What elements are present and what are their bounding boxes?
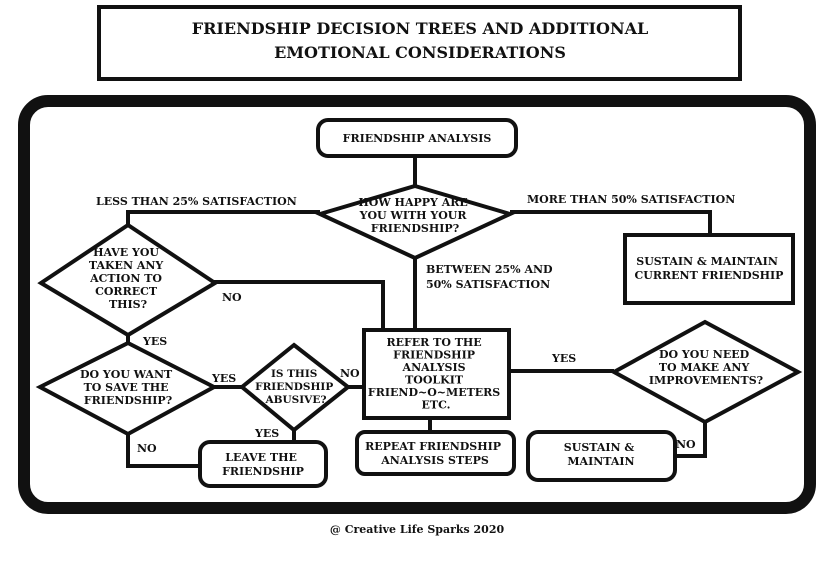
label-yes-action: YES: [142, 335, 167, 348]
svg-text:BETWEEN 25% AND 50% SATISF: BETWEEN 25% AND 50% SATISFACTION: [426, 263, 556, 291]
node-taken-action: HAVE YOU TAKEN ANY ACTION TO CORRECT THI…: [37, 222, 219, 338]
svg-text:HAVE YOU TAKEN ANY: HAVE YOU TAKEN ANY ACTION TO CORRECT THI…: [89, 246, 167, 311]
refer-line-4: TOOLKIT: [405, 374, 464, 387]
node-abusive: IS THIS FRIENDSHIP ABUSIVE?: [238, 342, 352, 433]
refer-line-5: FRIEND~O~METERS: [368, 386, 500, 399]
svg-text:IS THIS FRIENDSHIP: IS THIS FRIENDSHIP ABUSIVE?: [255, 368, 337, 406]
edge-happy-to-sustain: [510, 210, 712, 235]
label-yes-improve: YES: [551, 352, 576, 365]
node-need-improve: DO YOU NEED TO MAKE ANY IMPROVEMENTS?: [609, 319, 803, 425]
edge-save-no-to-leave: [126, 432, 200, 468]
title-line-2: EMOTIONAL CONSIDERATIONS: [274, 43, 566, 62]
leave-line-1: LEAVE THE: [225, 451, 297, 464]
label-between-line-2: 50% SATISFACTION: [426, 278, 550, 291]
sustain-current-line-2: CURRENT FRIENDSHIP: [635, 269, 784, 282]
label-more-than-50: MORE THAN 50% SATISFACTION: [527, 193, 735, 206]
label-yes-abusive: YES: [254, 427, 279, 440]
title-box: [97, 5, 742, 81]
svg-text:SUSTAIN & MAINTAIN: SUSTAIN & MAINTAIN: [564, 441, 638, 468]
abusive-line-1: IS THIS: [271, 368, 317, 380]
taken-action-line-4: CORRECT: [95, 285, 158, 298]
want-save-line-1: DO YOU WANT: [80, 368, 173, 381]
node-sustain-maintain: SUSTAIN & MAINTAIN: [526, 430, 677, 482]
title-line-1: FRIENDSHIP DECISION TREES AND ADDITIONAL: [192, 19, 649, 38]
edge-improve-no-to-sustain: [675, 420, 707, 458]
copyright-footer: @ Creative Life Sparks 2020: [330, 523, 505, 536]
refer-line-6: ETC.: [422, 399, 451, 412]
label-no-abusive: NO: [340, 367, 360, 380]
node-leave-friendship: LEAVE THE FRIENDSHIP: [198, 440, 328, 488]
svg-text:REPEAT FRIENDSHIP ANALYS: REPEAT FRIENDSHIP ANALYSIS STEPS: [365, 440, 505, 467]
refer-line-3: ANALYSIS: [402, 361, 466, 374]
sustain-maintain-line-1: SUSTAIN &: [564, 441, 635, 454]
need-improve-line-1: DO YOU NEED: [659, 348, 750, 361]
svg-text:DO YOU WANT TO SAVE THE: DO YOU WANT TO SAVE THE FRIENDSHIP?: [80, 368, 176, 407]
node-how-happy: HOW HAPPY ARE YOU WITH YOUR FRIENDSHIP?: [314, 183, 516, 261]
label-no-save: NO: [137, 442, 157, 455]
sustain-current-line-1: SUSTAIN & MAINTAIN: [636, 255, 778, 268]
svg-text:SUSTAIN & MAINTAIN CURRE: SUSTAIN & MAINTAIN CURRENT FRIENDSHIP: [635, 255, 784, 282]
svg-text:LEAVE THE FRIENDSHIP: LEAVE THE FRIENDSHIP: [222, 451, 304, 478]
label-no-action: NO: [222, 291, 242, 304]
how-happy-line-1: HOW HAPPY ARE: [358, 196, 467, 209]
abusive-line-3: ABUSIVE?: [265, 394, 327, 406]
label-no-improve: NO: [676, 438, 696, 451]
repeat-line-1: REPEAT FRIENDSHIP: [365, 440, 501, 453]
node-refer-toolkit: REFER TO THE FRIENDSHIP ANALYSIS TOOLKIT…: [362, 328, 511, 420]
node-repeat-analysis: REPEAT FRIENDSHIP ANALYSIS STEPS: [355, 430, 516, 476]
want-save-line-3: FRIENDSHIP?: [84, 394, 172, 407]
friendship-analysis-label: FRIENDSHIP ANALYSIS: [343, 132, 492, 145]
need-improve-line-2: TO MAKE ANY: [659, 361, 750, 374]
node-friendship-analysis: FRIENDSHIP ANALYSIS: [316, 118, 518, 158]
node-sustain-current: SUSTAIN & MAINTAIN CURRENT FRIENDSHIP: [623, 233, 795, 305]
taken-action-line-5: THIS?: [109, 298, 147, 311]
how-happy-line-3: FRIENDSHIP?: [371, 222, 459, 235]
abusive-line-2: FRIENDSHIP: [255, 381, 333, 393]
leave-line-2: FRIENDSHIP: [222, 465, 304, 478]
svg-text:REFER TO THE FRIENDSHIP: REFER TO THE FRIENDSHIP ANALYSIS TOOLKIT…: [368, 336, 504, 412]
repeat-line-2: ANALYSIS STEPS: [380, 454, 489, 467]
refer-line-2: FRIENDSHIP: [393, 349, 475, 362]
need-improve-line-3: IMPROVEMENTS?: [649, 374, 763, 387]
taken-action-line-3: ACTION TO: [89, 272, 162, 285]
label-between-line-1: BETWEEN 25% AND: [426, 263, 553, 276]
label-yes-save: YES: [211, 372, 236, 385]
want-save-line-2: TO SAVE THE: [84, 381, 169, 394]
svg-text:HOW HAPPY ARE YOU WITH Y: HOW HAPPY ARE YOU WITH YOUR FRIENDSHIP?: [358, 196, 471, 235]
edge-action-no-to-refer: [208, 280, 385, 330]
label-less-than-25: LESS THAN 25% SATISFACTION: [96, 195, 297, 208]
node-want-save: DO YOU WANT TO SAVE THE FRIENDSHIP?: [35, 340, 219, 437]
sustain-maintain-line-2: MAINTAIN: [567, 455, 634, 468]
taken-action-line-2: TAKEN ANY: [89, 259, 164, 272]
svg-text:DO YOU NEED TO MAKE ANY: DO YOU NEED TO MAKE ANY IMPROVEMENTS?: [649, 348, 763, 387]
refer-line-1: REFER TO THE: [386, 336, 481, 349]
taken-action-line-1: HAVE YOU: [93, 246, 159, 259]
how-happy-line-2: YOU WITH YOUR: [359, 209, 468, 222]
